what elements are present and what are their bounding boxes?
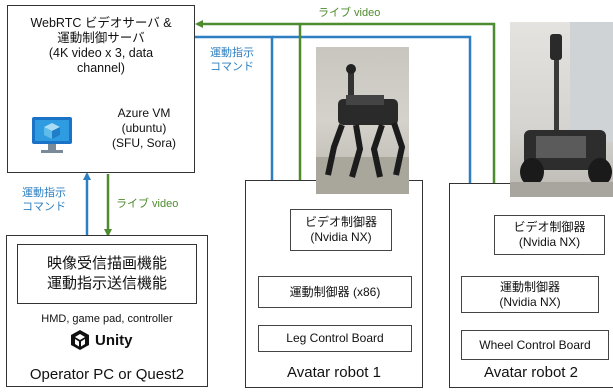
- live-video-line-robot2: [300, 22, 496, 216]
- quadruped-robot-photo: [316, 47, 409, 194]
- unity-logo: Unity: [69, 329, 133, 351]
- robot2-caption: Avatar robot 2: [484, 364, 578, 381]
- operator-caption: Operator PC or Quest2: [29, 366, 185, 383]
- motion-command-label-left: 運動指示 コマンド: [22, 187, 66, 213]
- wheel-control-board: Wheel Control Board: [461, 330, 609, 360]
- server-title: WebRTC ビデオサーバ & 運動制御サーバ (4K video x 3, d…: [30, 16, 172, 75]
- robot1-caption: Avatar robot 1: [287, 364, 381, 381]
- operator-function-box: 映像受信描画機能 運動指示送信機能: [17, 244, 197, 304]
- server-box: WebRTC ビデオサーバ & 運動制御サーバ (4K video x 3, d…: [7, 5, 195, 173]
- robot1-motion-controller: 運動制御器 (x86): [258, 276, 412, 308]
- robot2-motion-controller: 運動制御器 (Nvidia NX): [461, 276, 599, 313]
- unity-label: Unity: [95, 331, 133, 349]
- operator-devices: HMD, game pad, controller: [41, 313, 173, 325]
- leg-control-board: Leg Control Board: [258, 325, 412, 352]
- robot1-video-controller: ビデオ制御器 (Nvidia NX): [290, 209, 392, 251]
- motion-command-label-top: 運動指示 コマンド: [210, 47, 254, 73]
- operator-box: 映像受信描画機能 運動指示送信機能 HMD, game pad, control…: [6, 235, 208, 387]
- robot2-video-controller: ビデオ制御器 (Nvidia NX): [494, 215, 605, 255]
- azure-vm-monitor-icon: [30, 114, 74, 163]
- unity-logo-icon: [71, 330, 89, 350]
- live-video-label-top: ライブ video: [318, 7, 381, 19]
- live-video-label-left: ライブ video: [116, 198, 179, 210]
- azure-vm-label: Azure VM (ubuntu) (SFU, Sora): [111, 106, 176, 150]
- wheeled-robot-photo: [510, 22, 613, 197]
